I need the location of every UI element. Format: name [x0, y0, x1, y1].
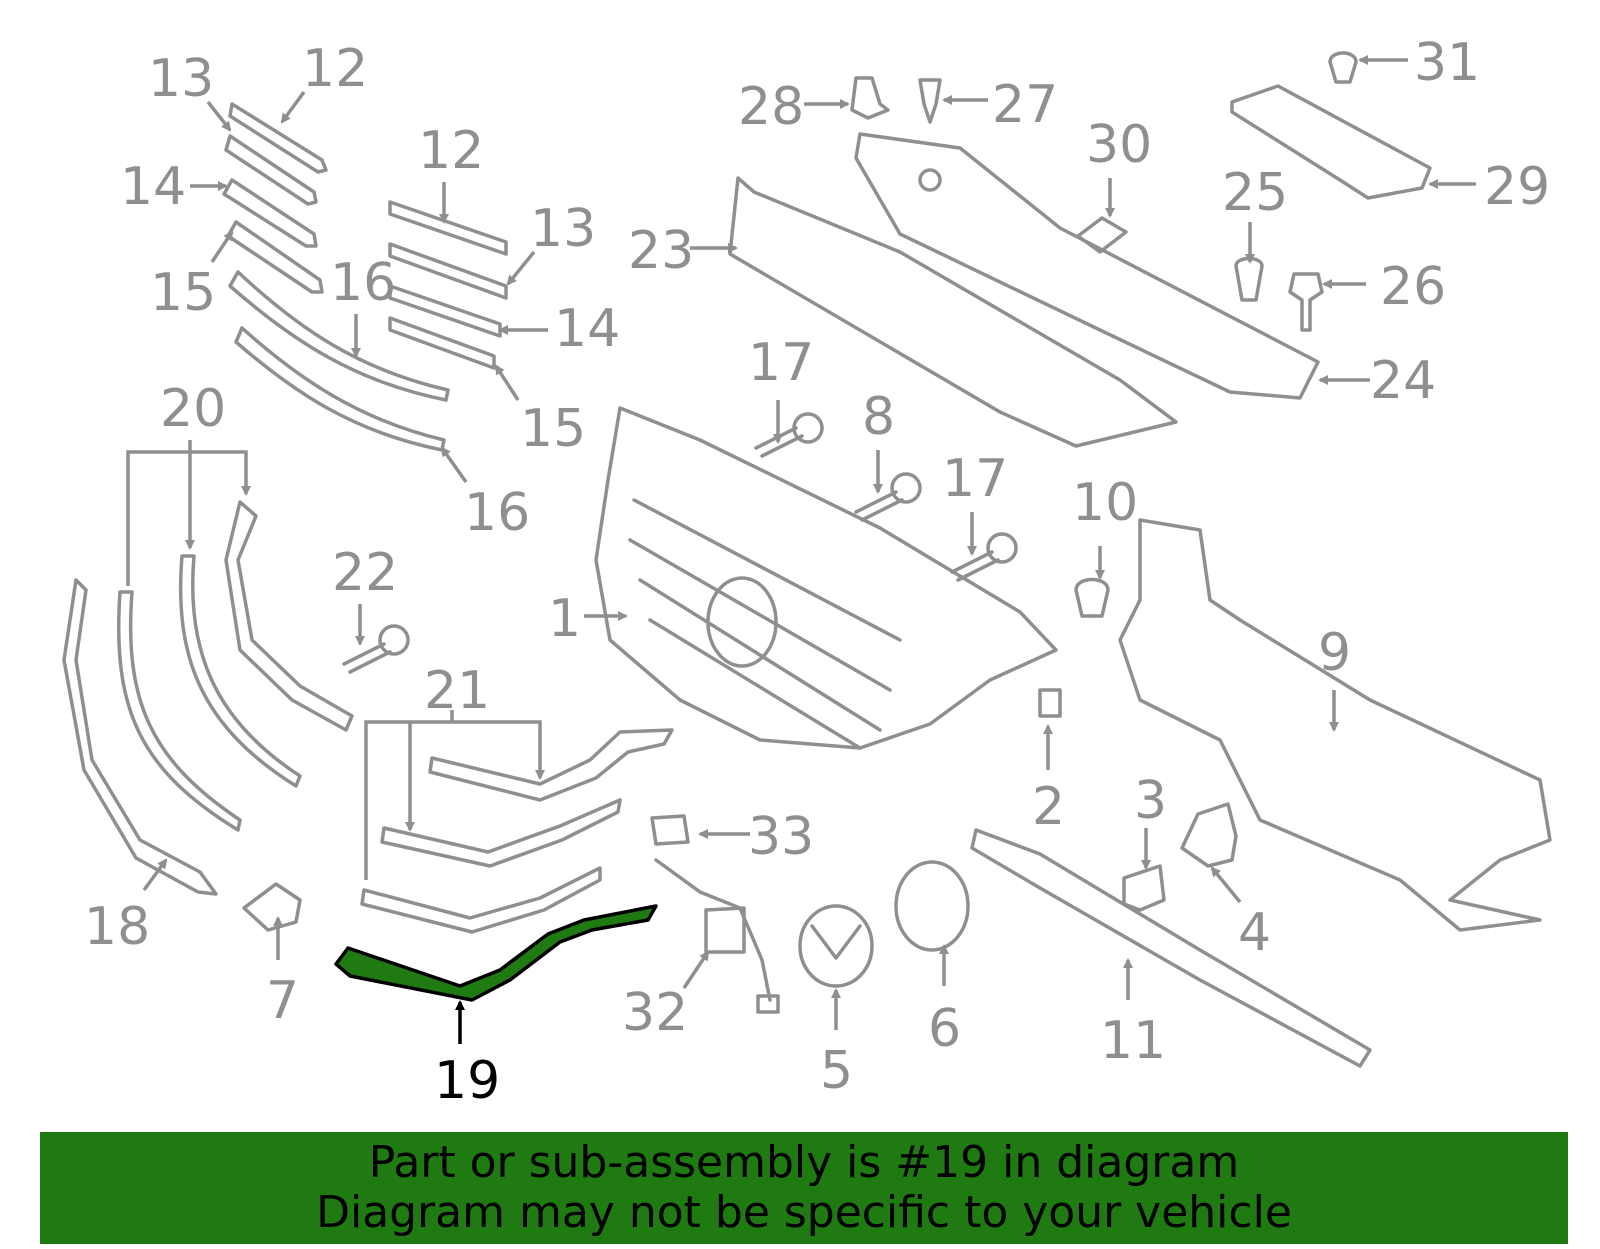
part-10-clip: [1074, 577, 1110, 618]
part-21-molding-lower: [360, 866, 602, 934]
part-32-harness: [654, 858, 780, 1014]
callout-26: 26: [1380, 257, 1446, 317]
part-20-molding-middle: [178, 554, 302, 788]
callout-18: 18: [84, 897, 150, 957]
callout-28: 28: [738, 77, 804, 137]
callout-3: 3: [1134, 771, 1167, 831]
callout-21: 21: [424, 661, 490, 721]
callout-12a: 12: [302, 39, 368, 99]
callout-11: 11: [1100, 1011, 1166, 1071]
part-14-center-molding: [388, 284, 502, 338]
callout-32: 32: [622, 983, 688, 1043]
part-21-molding-upper: [428, 728, 674, 802]
part-26-bolt: [1288, 272, 1324, 332]
part-3-bracket: [1122, 864, 1166, 912]
part-18-side-molding: [62, 578, 218, 896]
callout-13a: 13: [148, 49, 214, 109]
part-17-screw-lower: [950, 532, 1018, 582]
part-33-connector: [650, 814, 690, 846]
part-21-molding-middle: [380, 798, 622, 868]
part-20-molding-inner: [224, 500, 354, 732]
banner-line-2: Diagram may not be specific to your vehi…: [316, 1187, 1292, 1238]
callout-12b: 12: [418, 121, 484, 181]
part-5-emblem: [798, 904, 874, 988]
leader-lines: [126, 55, 1476, 1044]
part-20-molding-outer: [116, 590, 242, 832]
callout-22: 22: [332, 543, 398, 603]
part-1-main-grille: [594, 406, 1058, 750]
part-8-screw: [854, 472, 922, 522]
callout-20: 20: [160, 379, 226, 439]
part-27-pin: [918, 78, 942, 124]
part-12-upper-left-molding: [228, 102, 328, 174]
callout-27: 27: [992, 75, 1058, 135]
info-banner: Part or sub-assembly is #19 in diagram D…: [40, 1132, 1568, 1244]
part-31-clip: [1328, 51, 1358, 84]
banner-line-1: Part or sub-assembly is #19 in diagram: [368, 1137, 1240, 1188]
part-28-clip: [850, 76, 890, 120]
part-14-upper-left-molding: [222, 178, 318, 248]
part-6-emblem-mount: [894, 860, 970, 952]
part-15-upper-left-molding: [226, 220, 324, 294]
part-17-screw-upper: [754, 412, 824, 458]
part-22-screw: [342, 624, 410, 674]
part-19-highlighted-molding[interactable]: [334, 904, 658, 1002]
part-13-center-molding: [388, 242, 508, 300]
callout-7: 7: [266, 971, 299, 1031]
callout-33: 33: [748, 807, 814, 867]
part-29-bracket: [1230, 84, 1432, 200]
callout-23: 23: [628, 221, 694, 281]
callout-14b: 14: [554, 299, 620, 359]
callout-15b: 15: [520, 399, 586, 459]
callout-8: 8: [862, 387, 895, 447]
callout-9: 9: [1318, 623, 1351, 683]
callout-29: 29: [1484, 157, 1550, 217]
callout-31: 31: [1414, 33, 1480, 93]
callout-25: 25: [1222, 163, 1288, 223]
part-25-clip: [1234, 256, 1264, 302]
part-4-bracket: [1180, 802, 1238, 868]
callout-labels: 13 12 14 15 16 16 12 13 14 15 23 24 30 2…: [84, 33, 1550, 1111]
part-13-upper-left-molding: [224, 134, 318, 206]
callout-17b: 17: [942, 449, 1008, 509]
callout-16b: 16: [464, 483, 530, 543]
part-11-lower-bar: [970, 828, 1372, 1068]
callout-16a: 16: [330, 253, 396, 313]
callout-15a: 15: [150, 263, 216, 323]
part-16-upper-left-molding: [228, 270, 450, 402]
part-23-grille-panel: [728, 176, 1178, 448]
callout-1: 1: [548, 589, 581, 649]
part-9-reinforcement: [1118, 518, 1552, 932]
callout-30: 30: [1086, 115, 1152, 175]
part-16-lower-left-molding: [234, 326, 446, 452]
callout-13b: 13: [530, 199, 596, 259]
callout-5: 5: [820, 1041, 853, 1101]
callout-10: 10: [1072, 473, 1138, 533]
callout-2: 2: [1032, 777, 1065, 837]
part-12-center-molding: [388, 200, 508, 256]
callout-4: 4: [1238, 903, 1271, 963]
part-30-pad: [1076, 216, 1128, 254]
part-15-center-molding: [388, 316, 496, 370]
callout-19: 19: [434, 1051, 500, 1111]
callout-24: 24: [1370, 351, 1436, 411]
part-2-fastener: [1038, 688, 1062, 718]
part-24-upper-shield: [854, 132, 1320, 400]
callout-17a: 17: [748, 333, 814, 393]
part-7-clip: [242, 882, 302, 932]
callout-6: 6: [928, 999, 961, 1059]
callout-14a: 14: [120, 157, 186, 217]
